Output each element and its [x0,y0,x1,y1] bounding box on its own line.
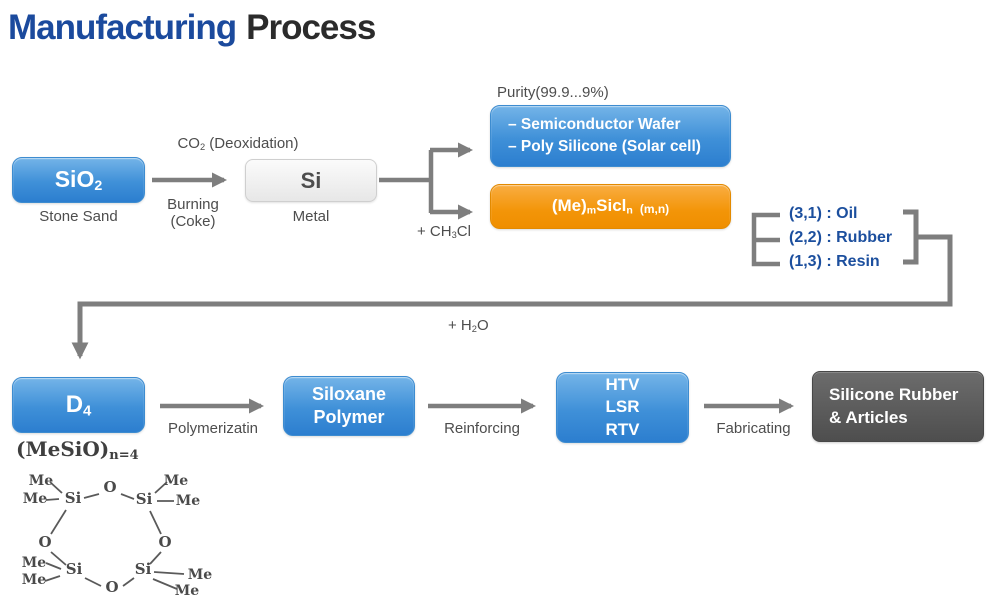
d4-formula: D4 [65,390,92,420]
caption-stone-sand: Stone Sand [39,208,118,225]
edge-label-h2o: + H2O [448,317,489,335]
atom-si: Si [66,560,83,578]
node-sio2: SiO2 [12,157,145,203]
atom-o: O [105,578,118,596]
group-me: Me [23,491,47,507]
atom-si: Si [135,560,152,578]
grade-resin: (1,3) : Resin [789,253,880,270]
node-final: Silicone Rubber & Articles [812,371,984,442]
grade-oil: (3,1) : Oil [789,205,858,222]
fork-si-branch [379,150,434,213]
semiconductor-line2: – Poly Silicone (Solar cell) [508,138,701,155]
group-me: Me [29,473,53,489]
bracket-close [903,209,919,265]
edge-label-fabricating: Fabricating [716,420,791,437]
node-si: Si [245,159,377,202]
edge-label-ch3cl: + CH3Cl [417,223,471,241]
group-me: Me [22,572,46,588]
node-htv: HTV LSR RTV [556,372,689,443]
grade-rubber: (2,2) : Rubber [789,229,893,246]
group-me: Me [22,555,46,571]
atom-o: O [158,533,171,551]
atom-o: O [103,478,116,496]
caption-metal: Metal [292,208,330,225]
edge-label-reinforcing: Reinforcing [444,420,520,437]
node-d4: D4 [12,377,145,433]
edge-label-co2: CO2 (Deoxidation) [177,135,299,153]
bracket-open [751,212,780,267]
d4-ring-structure: Si O Si O O Si O Si Me Me Me Me Me Me Me… [22,473,212,599]
atom-si: Si [65,489,82,507]
group-me: Me [176,493,200,509]
atom-si: Si [136,490,153,508]
title-word-manufacturing: Manufacturing [8,8,237,47]
chlorosilane-formula: (Me)mSicln(m,n) [551,196,670,217]
caption-mesio: (MeSiO)n=4 [16,437,139,463]
node-semiconductor: – Semiconductor Wafer – Poly Silicone (S… [490,105,731,167]
purity-label: Purity(99.9...9%) [497,84,609,101]
edge-label-polymerization: Polymerizatin [167,420,259,437]
connector-to-d4 [71,234,953,360]
title-word-process: Process [246,8,376,47]
group-me: Me [188,567,212,583]
edge-label-burning: Burning(Coke) [167,196,219,231]
group-me: Me [175,583,199,599]
group-me: Me [164,473,188,489]
node-chlorosilane: (Me)mSicln(m,n) [490,184,731,229]
semiconductor-line1: – Semiconductor Wafer [508,116,681,133]
node-siloxane: Siloxane Polymer [283,376,415,436]
atom-o: O [38,533,51,551]
sio2-formula: SiO2 [54,165,103,195]
